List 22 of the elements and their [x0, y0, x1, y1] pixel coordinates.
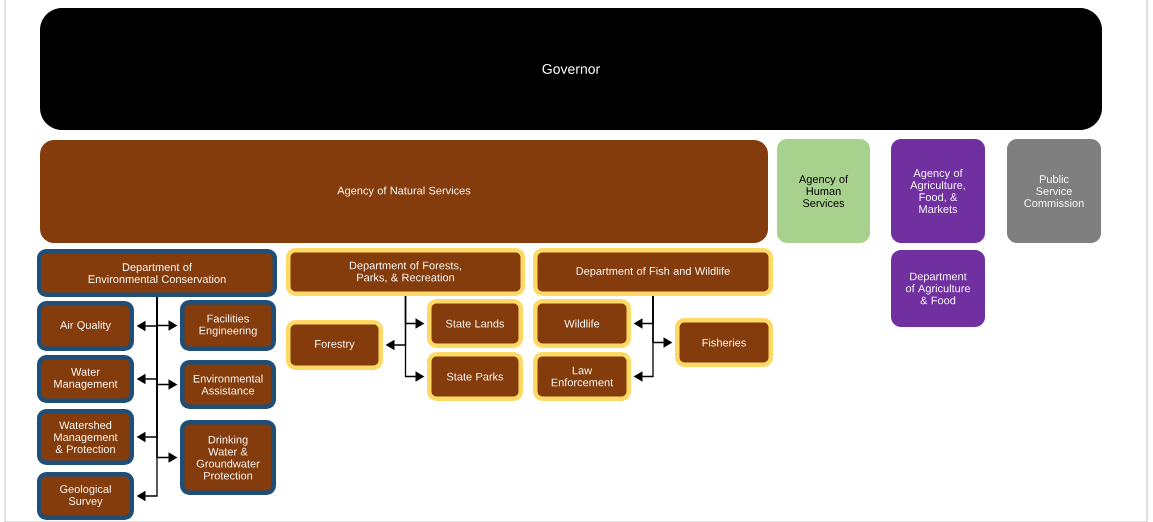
division-box: Water Management [37, 355, 134, 403]
division-box: State Lands [427, 299, 523, 348]
agency-box: Agency of Human Services [777, 139, 870, 243]
department-box: Department of Agriculture & Food [891, 250, 985, 327]
agency-box: Public Service Commission [1007, 139, 1101, 243]
division-box: Drinking Water & Groundwater Protection [180, 420, 276, 495]
department-box: Department of Fish and Wildlife [533, 248, 773, 296]
division-box: Law Enforcement [533, 352, 631, 401]
department-box: Department of Forests, Parks, & Recreation [286, 248, 525, 296]
division-box: Geological Survey [37, 472, 134, 520]
division-box: State Parks [427, 352, 523, 401]
governor-box: Governor [40, 8, 1102, 130]
division-box: Fisheries [675, 318, 773, 367]
department-box: Department of Environmental Conservation [37, 249, 277, 297]
division-box: Facilities Engineering [180, 300, 276, 351]
agency-box: Agency of Natural Services [40, 140, 768, 243]
division-box: Air Quality [37, 301, 134, 351]
division-box: Watershed Management & Protection [37, 409, 134, 465]
division-box: Environmental Assistance [180, 360, 276, 409]
division-box: Wildlife [533, 299, 631, 348]
division-box: Forestry [286, 320, 383, 370]
agency-box: Agency of Agriculture, Food, & Markets [891, 139, 985, 243]
